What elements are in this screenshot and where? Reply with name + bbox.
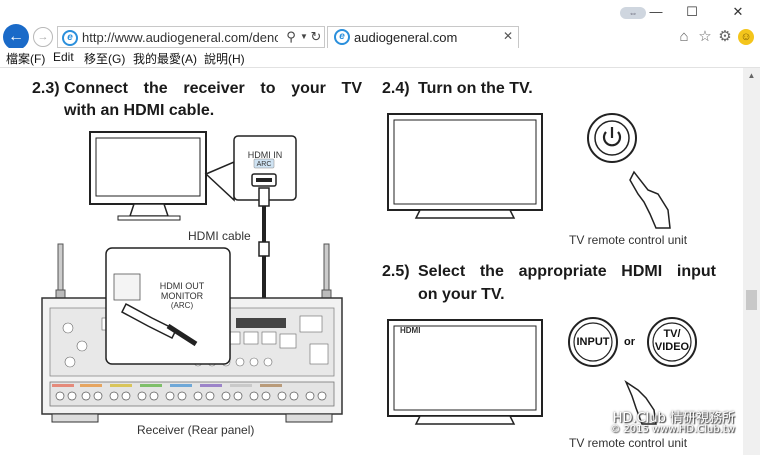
scroll-thumb[interactable] [746,290,757,310]
hdmi-in-arc-tag: ARC [256,161,272,168]
menu-goto[interactable]: 移至(G) [84,52,126,66]
input-button-label: INPUT [576,336,610,348]
receiver-caption: Receiver (Rear panel) [137,423,255,437]
refresh-icon[interactable]: ↻ [310,29,322,44]
tv-video-line2: VIDEO [654,341,690,353]
step-23-title-line1: Connect the receiver to your TV [64,80,362,97]
tv-input-select-diagram [387,317,697,425]
favorites-star-icon[interactable]: ☆ [698,28,712,45]
ie-logo-icon: e [334,29,350,45]
back-button[interactable]: ← [3,24,29,50]
watermark-line1: HD.Club 情研視務所 [612,411,735,426]
step-25-title-line2: on your TV. [418,286,505,303]
tv-power-diagram [387,113,671,229]
step-25-title-line1: Select the appropriate HDMI input [418,263,716,280]
menu-favorites[interactable]: 我的最愛(A) [133,52,197,66]
restore-icon: ⇔ [620,7,646,19]
menu-file[interactable]: 檔案(F) [6,52,46,66]
new-tab-button[interactable] [521,26,551,48]
close-tab-icon[interactable]: ✕ [503,29,514,43]
remote-caption-2: TV remote control unit [569,436,688,450]
restore-tabs-button[interactable]: ⇔ [613,0,653,24]
tab-audiogeneral[interactable]: e audiogeneral.com ✕ [327,26,519,48]
window-titlebar: ⇔ — ☐ ✕ [0,0,760,24]
ie-logo-icon: e [62,30,78,46]
address-bar[interactable]: e ⚲ ▼ ↻ [57,26,325,48]
step-23-title-line2: with an HDMI cable. [64,102,215,119]
hdmi-cable-caption: HDMI cable [188,229,251,243]
remote-caption-1: TV remote control unit [569,233,688,247]
hdmi-out-line2: MONITOR [160,291,204,301]
search-icon[interactable]: ⚲ [286,29,296,44]
tv-screen-hdmi-label: HDMI [400,326,421,335]
home-icon[interactable]: ⌂ [679,28,689,45]
page-content: 2.3) Connect the receiver to your TV wit… [0,68,743,455]
step-25-number: 2.5) [382,263,410,280]
step-23-number: 2.3) [32,80,60,97]
hdmi-out-line1: HDMI OUT [159,281,205,291]
or-text: or [624,336,635,348]
vertical-scrollbar[interactable]: ▲ [743,68,760,455]
tv-illustration [89,131,207,221]
hdmi-in-label: HDMI IN [247,150,283,160]
hdmi-in-callout [204,135,297,202]
step-24-number: 2.4) [382,80,410,97]
menu-edit[interactable]: Edit [53,50,74,64]
forward-button[interactable]: → [33,27,53,47]
navigation-bar: ← → e ⚲ ▼ ↻ e audiogeneral.com ✕ ⌂ ☆ ⚙ ☺ [0,24,760,50]
maximize-button[interactable]: ☐ [686,4,698,19]
menu-help[interactable]: 說明(H) [204,52,245,66]
step-24-title: Turn on the TV. [418,80,533,97]
forward-arrow-icon: → [37,31,49,43]
tab-title: audiogeneral.com [354,30,458,45]
hdmi-out-callout [105,247,231,365]
chevron-down-icon[interactable]: ▼ [300,32,308,41]
smiley-feedback-icon[interactable]: ☺ [738,29,754,45]
scroll-up-arrow-icon[interactable]: ▲ [747,71,756,80]
gear-icon[interactable]: ⚙ [718,28,732,45]
url-input[interactable] [82,27,278,47]
receiver-connection-diagram [41,131,343,423]
tv-video-line1: TV/ [663,328,681,340]
watermark-line2: © 2015 www.HD.Club.tw [610,424,735,435]
hdmi-out-line3: (ARC) [170,301,194,310]
back-arrow-icon: ← [8,28,24,45]
menu-bar: 檔案(F) Edit 移至(G) 我的最愛(A) 說明(H) [0,48,760,68]
minimize-button[interactable]: — [649,4,663,19]
close-button[interactable]: ✕ [732,4,744,19]
